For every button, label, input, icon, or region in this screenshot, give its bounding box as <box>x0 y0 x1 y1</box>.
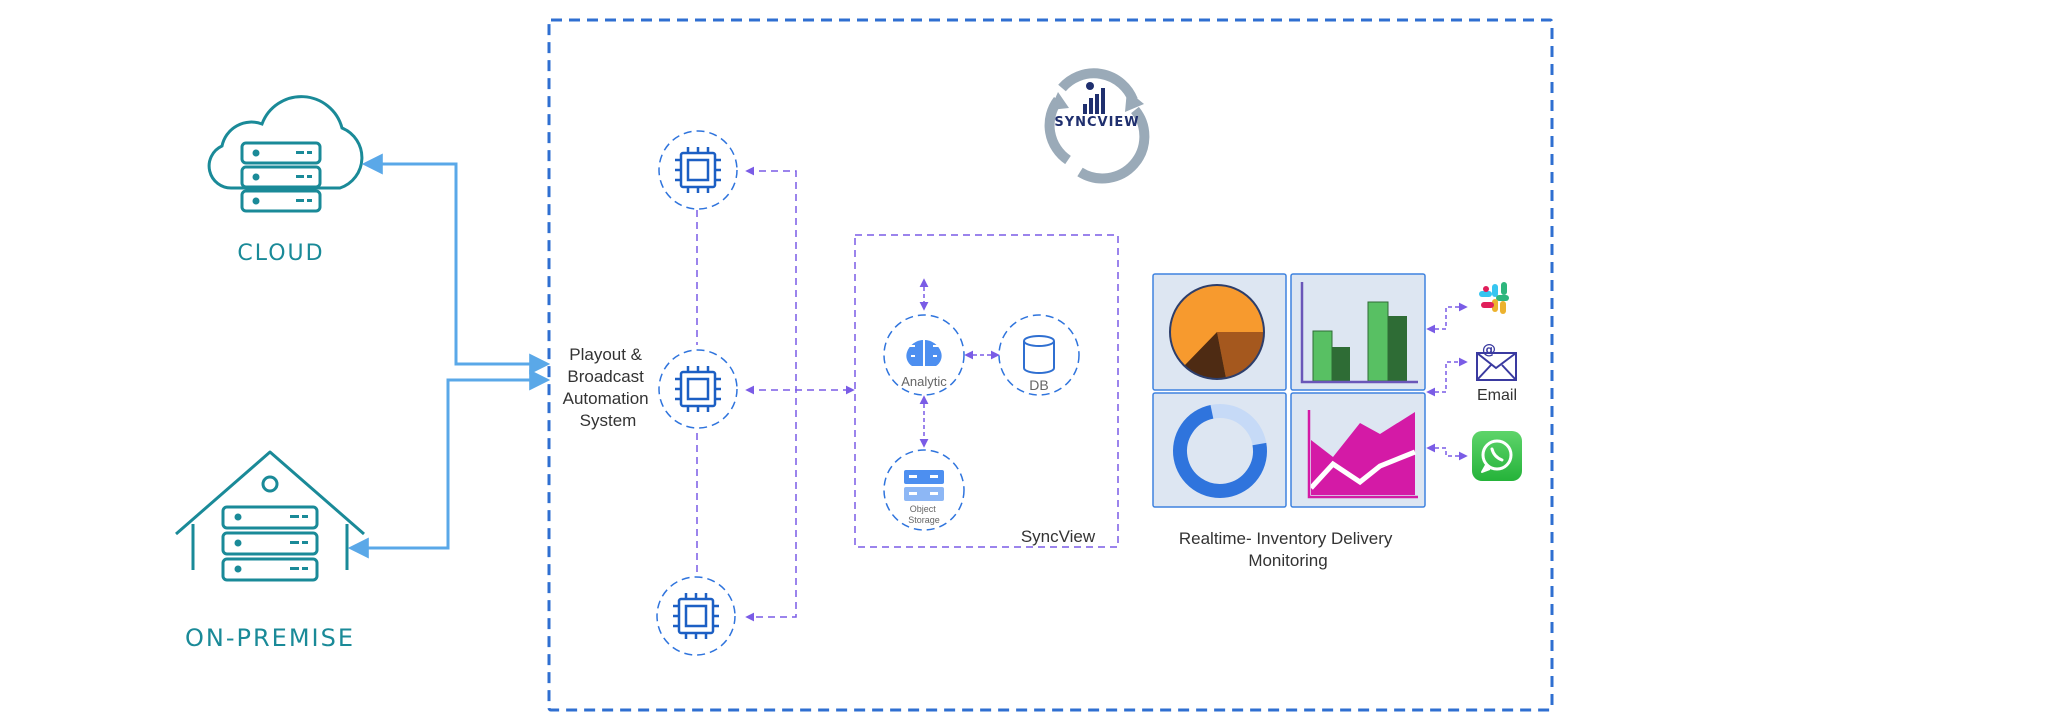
chip-icon <box>675 147 721 193</box>
onpremise-server-icon <box>221 505 319 582</box>
notification-links <box>1426 302 1468 461</box>
analytic-label: Analytic <box>901 374 947 389</box>
cloud-node: CLOUD <box>207 95 364 266</box>
cloud-server-icon <box>240 141 322 213</box>
syncview-logo-text: SYNCVIEW <box>1054 115 1139 130</box>
monitoring-label: Realtime- Inventory Delivery Monitoring <box>1179 529 1397 570</box>
chip-top <box>658 130 738 210</box>
database-icon <box>1023 335 1055 374</box>
chip-bottom <box>656 576 736 656</box>
onpremise-node: ON-PREMISE <box>175 450 365 652</box>
brain-icon <box>906 336 942 366</box>
analytic-node: Analytic <box>883 314 965 396</box>
pie-chart-icon <box>1169 284 1265 380</box>
area-chart-icon <box>1307 410 1418 499</box>
syncview-box <box>854 234 1119 548</box>
object-storage-label: Object Storage <box>908 504 940 525</box>
onpremise-label: ON-PREMISE <box>185 624 355 652</box>
monitoring-dashboard: Realtime- Inventory Delivery Monitoring <box>1152 273 1426 570</box>
whatsapp-icon <box>1472 431 1522 481</box>
syncview-logo: SYNCVIEW <box>1044 68 1150 184</box>
email-icon: @ <box>1476 342 1517 381</box>
cloud-connector <box>361 153 551 375</box>
db-node: DB <box>998 314 1080 396</box>
syncview-box-label: SyncView <box>1021 527 1096 546</box>
chip-middle <box>658 349 738 429</box>
email-label: Email <box>1477 387 1517 404</box>
object-storage-node: Object Storage <box>883 449 965 531</box>
cloud-label: CLOUD <box>237 241 324 266</box>
chip-icon <box>675 366 721 412</box>
chip-icon <box>673 593 719 639</box>
slack-icon <box>1479 282 1509 314</box>
cloud-icon <box>207 95 364 190</box>
svg-text:@: @ <box>1482 342 1496 358</box>
chip-bus <box>745 166 855 622</box>
onpremise-connector <box>347 369 551 559</box>
storage-icon <box>904 470 944 501</box>
house-icon <box>175 450 365 570</box>
playout-label: Playout & Broadcast Automation System <box>563 345 654 430</box>
bar-chart-icon <box>1300 282 1418 384</box>
db-label: DB <box>1029 377 1048 393</box>
donut-chart-icon <box>1173 404 1267 498</box>
